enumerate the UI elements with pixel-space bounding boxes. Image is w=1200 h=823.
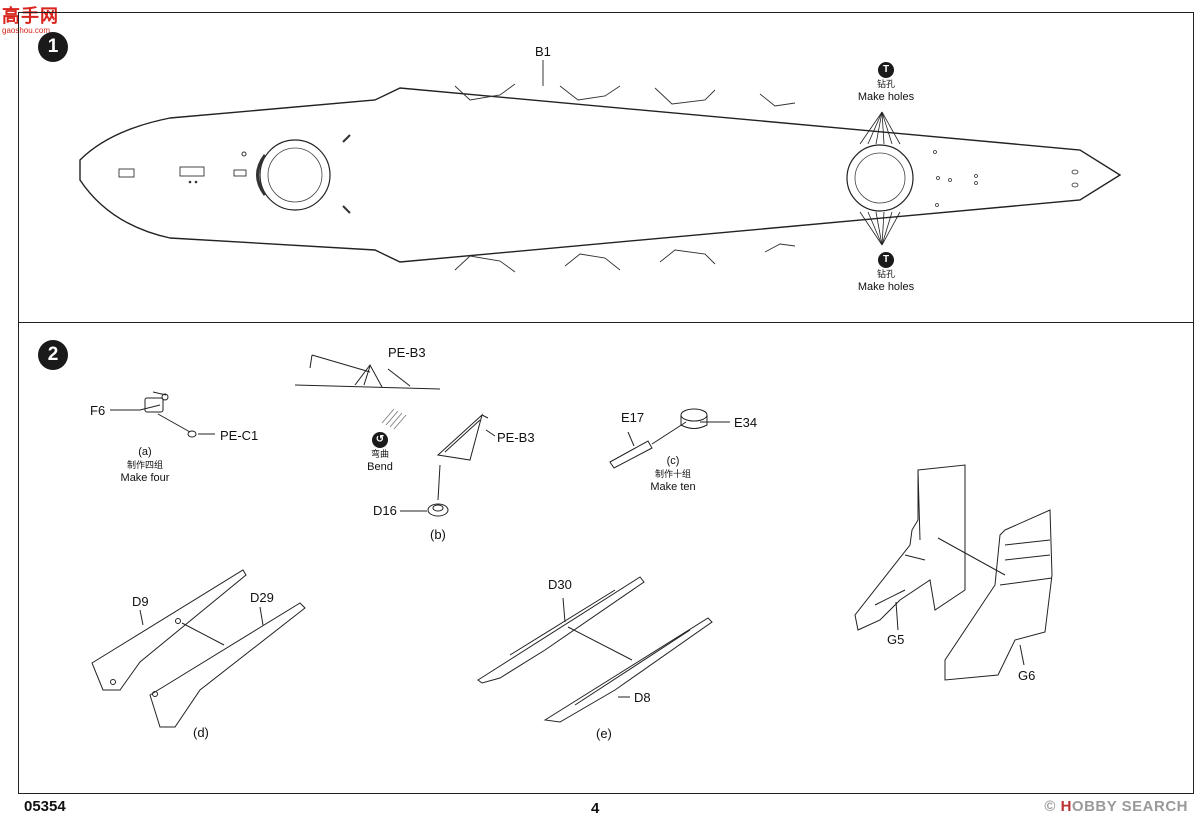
sub-c-en: Make ten (650, 481, 696, 493)
kit-code: 05354 (24, 798, 66, 815)
part-b1-label: B1 (535, 44, 551, 59)
part-d16-label: D16 (373, 503, 397, 518)
part-pe-b3-top-label: PE-B3 (388, 345, 426, 360)
step-divider (18, 322, 1194, 323)
holes-top-en: Make holes (857, 91, 915, 103)
sub-a-note: (a) 制作四组 Make four (110, 446, 180, 485)
part-g6-label: G6 (1018, 668, 1036, 683)
part-pe-c1-label: PE-C1 (220, 428, 259, 443)
watermark-symbol: © (1044, 798, 1056, 815)
part-d8-label: D8 (634, 690, 651, 705)
site-logo-text: 高手网 (2, 6, 59, 26)
bend-en: Bend (367, 461, 393, 473)
bend-cn: 弯曲 (370, 449, 389, 459)
sub-c-cn: 制作十组 (654, 469, 691, 479)
holes-top-cn: 钻孔 (876, 79, 895, 89)
part-g5-label: G5 (887, 632, 905, 647)
watermark-brand-b: OBBY SEARCH (1071, 798, 1188, 815)
sub-c-label: (c) (666, 455, 680, 467)
bend-note: ↺ 弯曲 Bend (355, 432, 405, 474)
watermark-brand-a: H (1060, 798, 1072, 815)
step-2-number: 2 (47, 344, 59, 365)
site-logo: 高手网 gaoshou.com (2, 2, 76, 38)
part-d29-label: D29 (250, 590, 274, 605)
part-d9-label: D9 (132, 594, 149, 609)
sub-e-label: (e) (596, 726, 612, 741)
sub-a-label: (a) (138, 446, 152, 458)
holes-note-bottom: T 钻孔 Make holes (850, 252, 922, 294)
sub-b-crane-bent (400, 413, 496, 517)
sub-a-en: Make four (120, 472, 170, 484)
bend-hatch (381, 408, 407, 430)
page-number: 4 (591, 800, 600, 817)
sub-e-halves (477, 576, 713, 723)
turret-ring-aft (846, 144, 914, 212)
sub-d-label: (d) (193, 725, 209, 740)
holes-note-top: T 钻孔 Make holes (850, 62, 922, 104)
turret-ring-fore (259, 139, 331, 211)
part-f6-label: F6 (90, 403, 106, 418)
sub-c-assembly (609, 408, 730, 469)
sub-b-crane-flat (294, 354, 441, 390)
sub-c-note: (c) 制作十组 Make ten (637, 455, 709, 494)
site-logo-url: gaoshou.com (2, 26, 51, 35)
sub-b-label: (b) (430, 527, 446, 542)
part-e17-label: E17 (621, 410, 645, 425)
deck-b1-outline (79, 87, 1122, 263)
holes-bottom-cn: 钻孔 (876, 269, 895, 279)
part-e34-label: E34 (734, 415, 758, 430)
drill-icon: T (878, 62, 894, 78)
step-2-badge: 2 (38, 340, 68, 370)
sub-a-assembly (110, 391, 215, 438)
holes-bottom-en: Make holes (857, 281, 915, 293)
sub-d-halves (91, 569, 306, 728)
part-pe-b3-label: PE-B3 (497, 430, 535, 445)
watermark: © HOBBY SEARCH (1044, 798, 1188, 815)
part-d30-label: D30 (548, 577, 572, 592)
sub-a-cn: 制作四组 (126, 460, 163, 470)
page-frame (18, 12, 1194, 794)
drill-icon: T (878, 252, 894, 268)
step-1-badge: 1 (38, 32, 68, 62)
sub-g-assembly (854, 464, 1053, 681)
bend-icon: ↺ (372, 432, 388, 448)
step-1-number: 1 (47, 36, 59, 57)
